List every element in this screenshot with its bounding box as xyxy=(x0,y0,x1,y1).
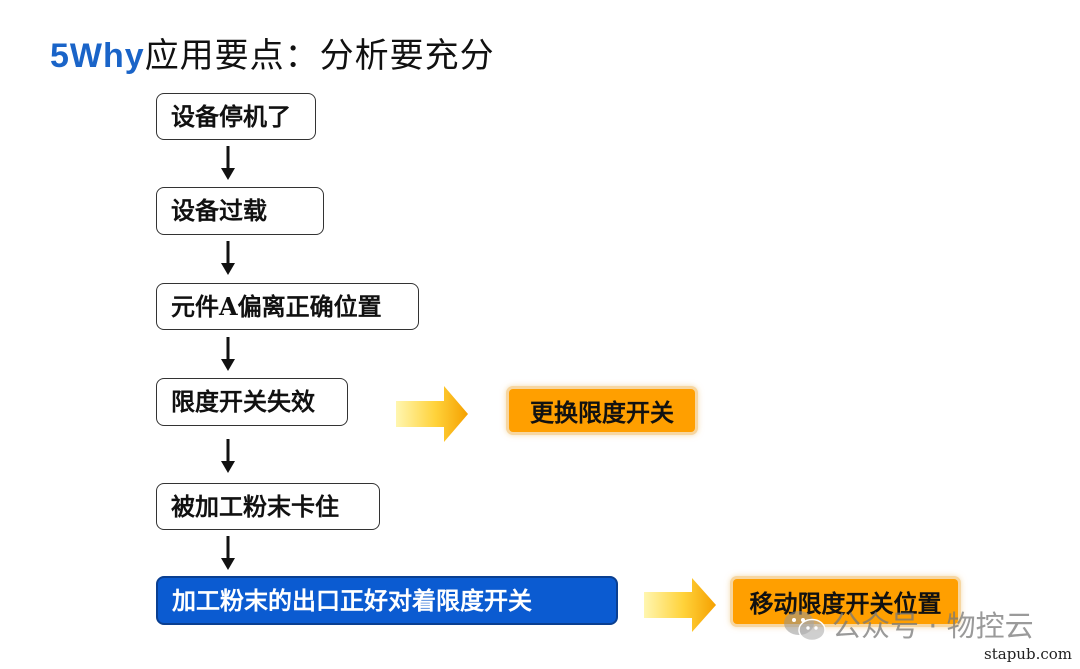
step-box-5: 被加工粉末卡住 xyxy=(156,483,380,530)
title-accent: 5Why xyxy=(50,37,145,75)
step-box-3: 元件A偏离正确位置 xyxy=(156,283,419,330)
step-label-2: 设备过载 xyxy=(171,196,267,225)
watermark-text: 公众号 · 物控云 xyxy=(832,609,1034,643)
down-arrow-4-icon xyxy=(221,439,235,473)
root-cause-label: 加工粉末的出口正好对着限度开关 xyxy=(172,585,532,615)
root-cause-box: 加工粉末的出口正好对着限度开关 xyxy=(156,576,618,625)
step-box-2: 设备过载 xyxy=(156,187,324,235)
title-rest: 应用要点：分析要充分 xyxy=(144,36,495,76)
step-box-4: 限度开关失效 xyxy=(156,378,348,426)
site-watermark: stapub.com xyxy=(984,645,1072,663)
step-label-5: 被加工粉末卡住 xyxy=(171,491,339,521)
solution-box-2: 移动限度开关位置 xyxy=(733,579,958,624)
wechat-icon xyxy=(784,611,826,642)
step-label-1: 设备停机了 xyxy=(171,101,291,131)
solution-label-2: 移动限度开关位置 xyxy=(749,589,942,618)
page-title: 5Why应用要点：分析要充分 xyxy=(50,34,495,78)
down-arrow-1-icon xyxy=(221,146,235,180)
down-arrow-3-icon xyxy=(221,337,235,371)
down-arrow-5-icon xyxy=(221,536,235,570)
step-label-3: 元件A偏离正确位置 xyxy=(171,291,382,321)
fat-arrow-1-icon xyxy=(396,386,468,442)
step-label-4: 限度开关失效 xyxy=(171,387,315,416)
down-arrow-2-icon xyxy=(221,241,235,275)
step-box-1: 设备停机了 xyxy=(156,93,316,140)
solution-label-1: 更换限度开关 xyxy=(530,398,674,427)
solution-box-1: 更换限度开关 xyxy=(509,389,695,432)
fat-arrow-2-icon xyxy=(644,578,716,632)
